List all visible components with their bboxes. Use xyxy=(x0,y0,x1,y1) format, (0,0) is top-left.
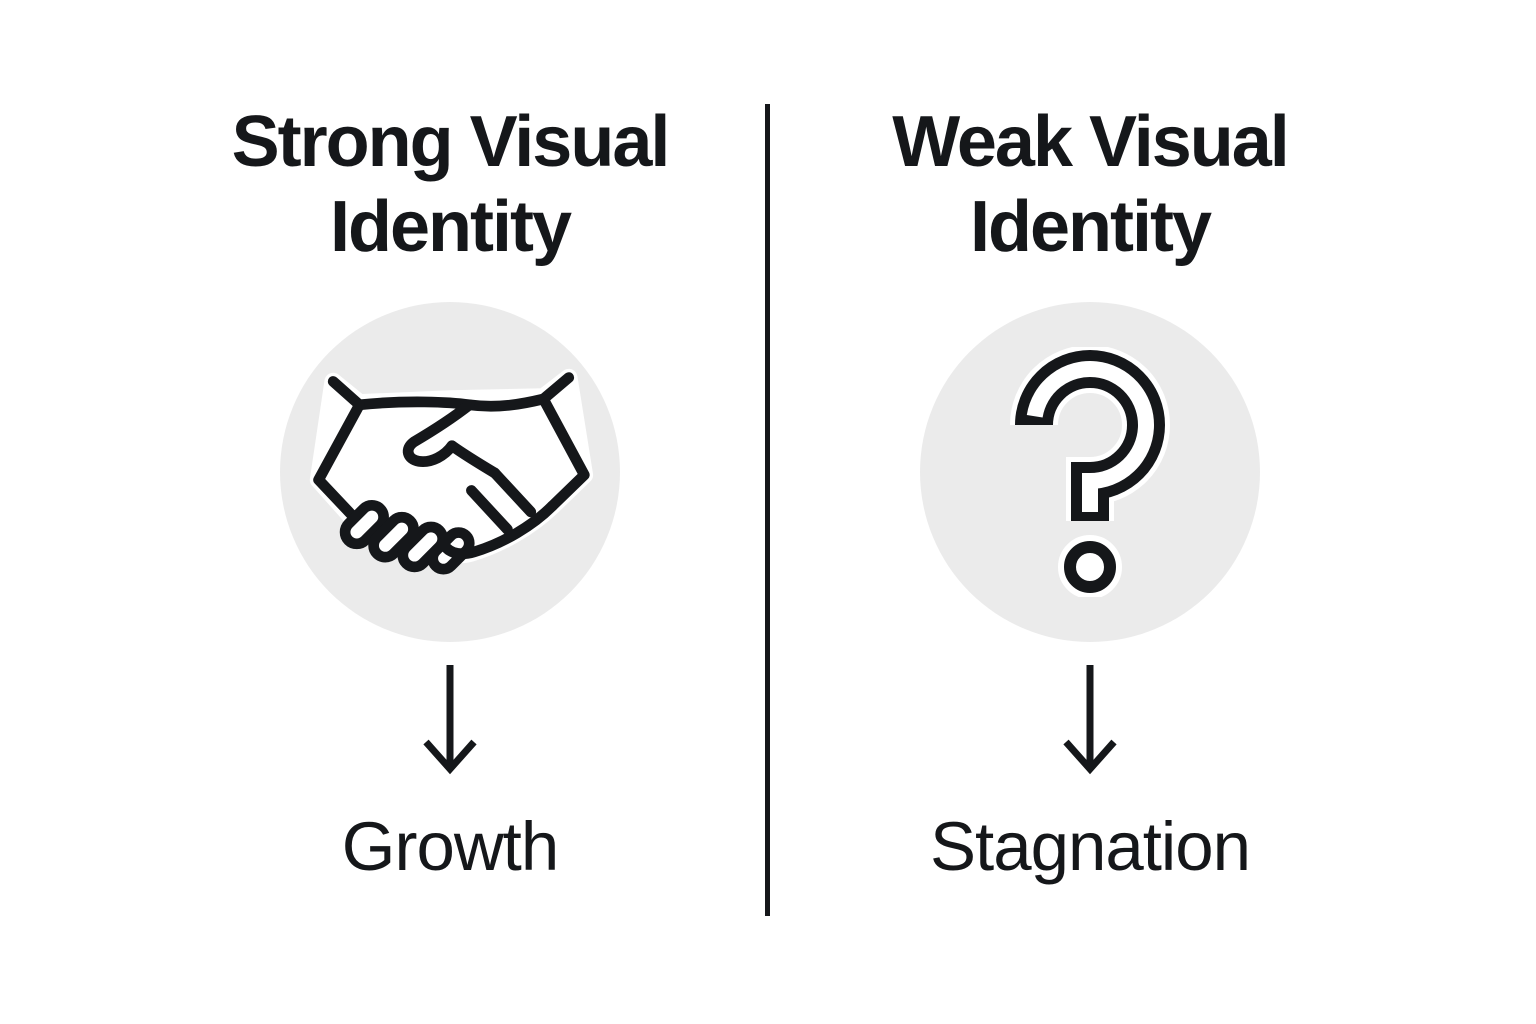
panel-weak-visual-identity: Weak Visual Identity Stagnation xyxy=(730,100,1450,889)
panel-title: Strong Visual Identity xyxy=(231,102,671,267)
panel-title: Weak Visual Identity xyxy=(892,102,1290,267)
down-arrow-icon xyxy=(1063,665,1117,775)
panel-strong-visual-identity: Strong Visual Identity xyxy=(90,100,810,889)
handshake-icon xyxy=(309,368,594,574)
down-arrow-icon xyxy=(423,665,477,775)
icon-circle xyxy=(920,302,1260,642)
outcome-label: Stagnation xyxy=(930,808,1251,885)
question-mark-icon xyxy=(1010,347,1170,597)
divider-line xyxy=(765,104,770,916)
outcome-label: Growth xyxy=(341,808,559,885)
icon-circle xyxy=(280,302,620,642)
